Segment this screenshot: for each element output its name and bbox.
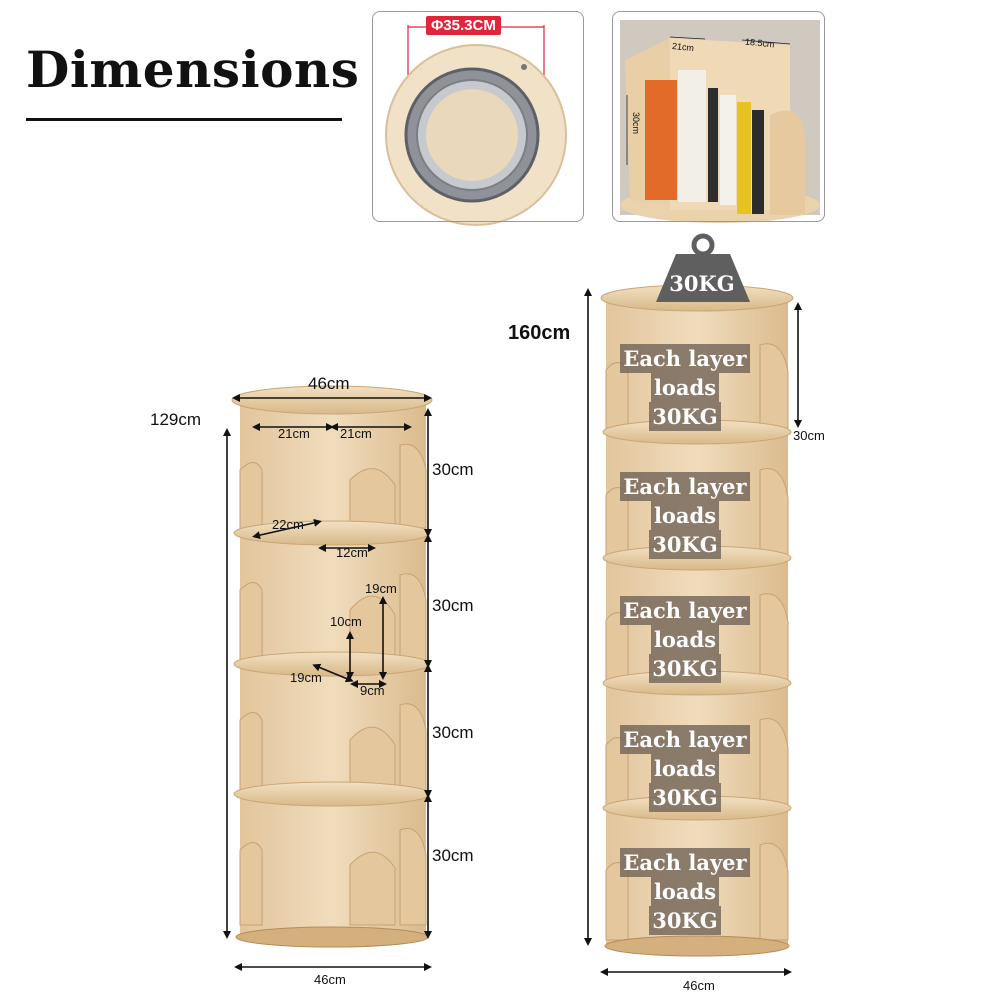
small-tower-half-b-label: 21cm bbox=[340, 426, 372, 441]
books-photo-frame bbox=[612, 11, 825, 222]
turntable-diameter-label: Φ35.3CM bbox=[426, 16, 501, 35]
turntable-photo-frame bbox=[372, 11, 584, 222]
small-tower-tier-4-height: 30cm bbox=[432, 846, 474, 865]
tall-tower-dimension-lines bbox=[584, 288, 802, 976]
small-tower-slot-width-label: 9cm bbox=[360, 683, 385, 698]
page-title: Dimensions bbox=[26, 40, 360, 99]
small-tower-tier-3-height: 30cm bbox=[432, 723, 474, 742]
small-tower-shelf-depth-label: 22cm bbox=[272, 517, 304, 532]
small-tower-half-a-label: 21cm bbox=[278, 426, 310, 441]
small-tower-slot-depth-label: 19cm bbox=[290, 670, 322, 685]
small-tower-slot-height-label: 19cm bbox=[365, 581, 397, 596]
books-width-a-label: 21cm bbox=[671, 40, 695, 54]
small-tower bbox=[231, 385, 433, 948]
small-tower-tier-1-height: 30cm bbox=[432, 460, 474, 479]
small-tower-height-label: 129cm bbox=[150, 410, 202, 429]
small-tower-slot-inner-label: 10cm bbox=[330, 614, 362, 629]
tall-tower-base-width-label: 46cm bbox=[683, 978, 715, 993]
tall-tower-height-label: 160cm bbox=[508, 322, 571, 344]
small-tower-tier-2-height: 30cm bbox=[432, 596, 474, 615]
small-tower-shelf-gap-label: 12cm bbox=[336, 545, 368, 560]
weight-icon bbox=[656, 233, 750, 302]
small-tower-top-width-label: 46cm bbox=[308, 374, 350, 393]
weight-load-label: 30KG bbox=[669, 271, 735, 296]
books-photo bbox=[620, 20, 820, 223]
small-tower-base-width-label: 46cm bbox=[314, 972, 346, 987]
title-underline bbox=[26, 118, 342, 121]
turntable-photo bbox=[385, 25, 567, 226]
small-tower-dimension-lines bbox=[223, 394, 432, 971]
books-height-label: 30cm bbox=[631, 111, 642, 135]
tall-tower-layer-height-label: 30cm bbox=[793, 428, 825, 443]
